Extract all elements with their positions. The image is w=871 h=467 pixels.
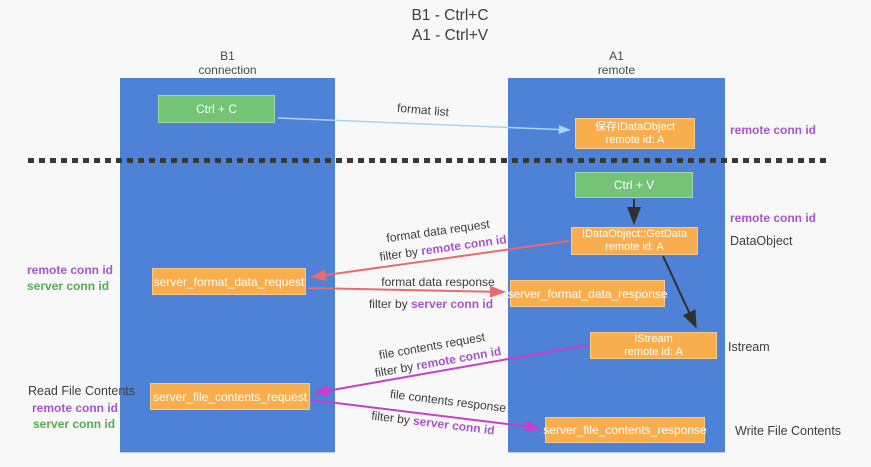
edge-label-file-contents-response: file contents response xyxy=(389,386,507,416)
diagram-title: B1 - Ctrl+C A1 - Ctrl+V xyxy=(411,6,488,46)
side-label-dataobject: DataObject xyxy=(730,234,793,248)
node-istream-line2: remote id: A xyxy=(624,345,683,358)
filter-by-text: filter by xyxy=(373,359,415,381)
server-conn-id-text: server conn id xyxy=(412,413,496,438)
side-label-remote-conn-id-mid: remote conn id xyxy=(730,211,817,225)
node-save-idataobject: 保存IDataObject remote id: A xyxy=(575,118,695,149)
filter-by-text: filter by xyxy=(378,244,419,264)
title-line-2: A1 - Ctrl+V xyxy=(411,27,489,44)
node-istream-line1: IStream xyxy=(634,332,673,345)
lane-header-b1: B1 connection xyxy=(120,49,335,77)
server-conn-id-text: server conn id xyxy=(411,297,494,311)
side-label-remote-conn-id-left1: remote conn id xyxy=(27,263,114,277)
node-format-response-label: server_format_data_response xyxy=(507,286,668,301)
node-getdata-line2: remote id: A xyxy=(605,241,664,253)
node-server-file-contents-request: server_file_contents_request xyxy=(150,383,310,410)
edge-label-format-data-response: format data response xyxy=(381,275,495,289)
node-ctrl-v: Ctrl + V xyxy=(575,172,693,198)
node-ctrl-v-label: Ctrl + V xyxy=(613,178,655,192)
dashed-separator xyxy=(28,158,830,163)
node-save-line2: remote id: A xyxy=(605,133,665,146)
edge-label-format-list: format list xyxy=(396,100,450,120)
node-istream: IStream remote id: A xyxy=(590,332,717,359)
lane-b1-title: B1 xyxy=(220,49,235,63)
node-server-format-data-response: server_format_data_response xyxy=(507,280,668,307)
node-idataobject-getdata: IDataObject::GetData remote id: A xyxy=(571,227,698,255)
node-format-request-label: server_format_data_request xyxy=(153,274,305,289)
side-label-write-file-contents: Write File Contents xyxy=(735,424,842,438)
side-label-istream: Istream xyxy=(728,340,770,354)
lane-a1-title: A1 xyxy=(609,49,624,63)
title-line-1: B1 - Ctrl+C xyxy=(411,7,489,24)
edge-label-filter-server-1: filter by server conn id xyxy=(369,297,493,311)
side-label-remote-conn-id-top: remote conn id xyxy=(730,123,817,137)
node-server-format-data-request: server_format_data_request xyxy=(152,268,306,295)
side-label-read-file-contents: Read File Contents xyxy=(28,384,136,398)
side-label-server-conn-id-left2: server conn id xyxy=(33,417,116,431)
filter-by-text: filter by xyxy=(370,408,411,428)
filter-by-text: filter by xyxy=(368,297,408,311)
side-label-remote-conn-id-left2: remote conn id xyxy=(32,401,119,415)
node-file-request-label: server_file_contents_request xyxy=(152,389,308,404)
node-server-file-contents-response: server_file_contents_response xyxy=(543,417,707,443)
node-getdata-line1: IDataObject::GetData xyxy=(581,228,688,240)
side-label-server-conn-id-left1: server conn id xyxy=(27,279,110,293)
lane-header-a1: A1 remote xyxy=(508,49,725,77)
node-ctrl-c: Ctrl + C xyxy=(158,95,275,123)
lane-a1-subtitle: remote xyxy=(597,62,636,77)
node-ctrl-c-label: Ctrl + C xyxy=(195,102,237,116)
lane-b1-subtitle: connection xyxy=(198,62,257,77)
node-file-response-label: server_file_contents_response xyxy=(543,423,707,437)
node-save-line1: 保存IDataObject xyxy=(594,120,676,133)
edge-label-filter-server-2: filter by server conn id xyxy=(371,408,496,437)
